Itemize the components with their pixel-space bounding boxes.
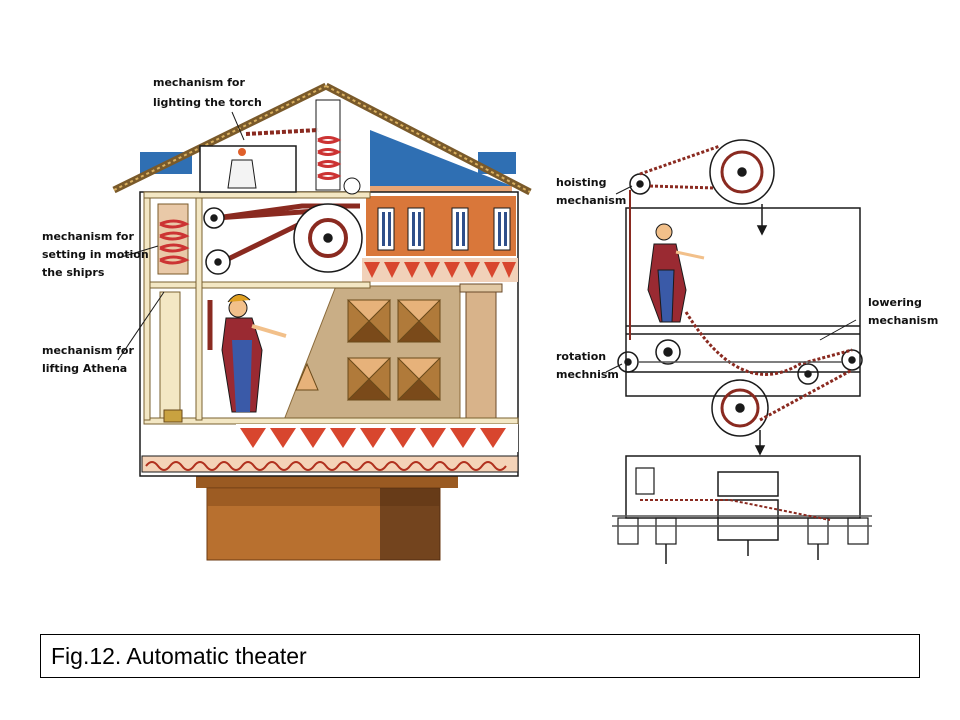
label-ships-mechanism: mechanism for setting in motion the ship…: [42, 230, 153, 279]
label-torch-mechanism: mechanism for lighting the torch: [153, 76, 262, 109]
label-rotation-line2: mechnism: [556, 368, 619, 381]
label-athena-line1: mechanism for: [42, 344, 134, 357]
roof-pediment: [370, 130, 512, 186]
automatic-theater-illustration: mechanism for lighting the torch mechani…: [42, 76, 938, 564]
label-rotation-line1: rotation: [556, 350, 606, 363]
label-lowering-line2: mechanism: [868, 314, 938, 327]
label-athena-mechanism: mechanism for lifting Athena: [42, 344, 138, 375]
leader-lines: [117, 111, 857, 373]
theater-cutaway-drawing: [112, 82, 532, 561]
label-rotation-mechanism: rotation mechnism: [556, 350, 619, 381]
schematic-lower-box: [625, 455, 861, 519]
roof-left-beam: [112, 82, 328, 194]
label-ships-line2: setting in motion: [42, 248, 149, 261]
athena-figure-small: [647, 223, 705, 323]
column: [465, 289, 497, 419]
label-torch-line2: lighting the torch: [153, 96, 262, 109]
label-torch-line1: mechanism for: [153, 76, 245, 89]
label-hoisting-line1: hoisting: [556, 176, 606, 189]
pedestal: [196, 476, 458, 488]
schematic-upper-box: [625, 207, 861, 397]
label-athena-line2: lifting Athena: [42, 362, 127, 375]
pulley-set-left: [203, 203, 363, 275]
athena-figure: [221, 294, 287, 413]
label-hoisting-line2: mechanism: [556, 194, 626, 207]
label-ships-line1: mechanism for: [42, 230, 134, 243]
label-ships-line3: the shiprs: [42, 266, 105, 279]
caption-box: Fig.12. Automatic theater: [40, 634, 920, 678]
figure-caption: Fig.12. Automatic theater: [51, 643, 307, 669]
label-lowering-mechanism: lowering mechanism: [868, 296, 938, 327]
mechanism-schematic: [612, 139, 872, 564]
torch-vessel: [227, 159, 257, 189]
label-hoisting-mechanism: hoisting mechanism: [556, 176, 626, 207]
label-lowering-line1: lowering: [868, 296, 922, 309]
